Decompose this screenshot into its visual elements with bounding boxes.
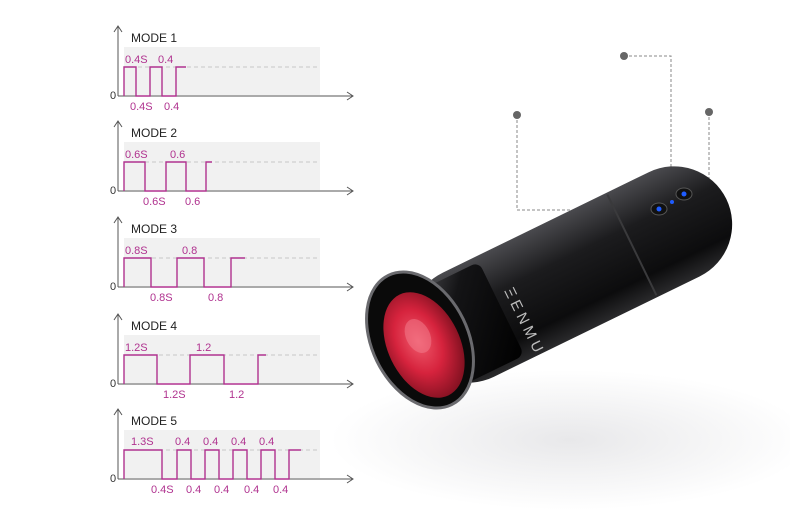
mode-2-top-label-2: 0.6 bbox=[170, 149, 185, 161]
mode-chart-4: MODE 4 0 1.2S 1.2 1.2S 1.2 bbox=[110, 313, 354, 401]
callout-dot-right bbox=[705, 108, 713, 116]
callout-dot-center bbox=[620, 52, 628, 60]
mode-5-bottom-label-3: 0.4 bbox=[214, 484, 229, 496]
mode-3-waveform bbox=[123, 257, 245, 288]
mode-1-top-label-1: 0.4S bbox=[125, 54, 148, 66]
mode-3-top-label-1: 0.8S bbox=[125, 245, 148, 257]
mode-4-top-label-2: 1.2 bbox=[196, 342, 211, 354]
mode-5-y-axis bbox=[113, 408, 123, 479]
callout-dot-left bbox=[513, 111, 521, 119]
mode-2-title: MODE 2 bbox=[131, 126, 177, 140]
mode-5-x-axis bbox=[118, 474, 354, 484]
mode-5-top-label-5: 0.4 bbox=[259, 436, 274, 448]
mode-5-zero-label: 0 bbox=[110, 473, 116, 485]
mode-4-y-axis bbox=[113, 313, 123, 384]
mode-5-top-label-3: 0.4 bbox=[203, 436, 218, 448]
device-opening bbox=[365, 270, 475, 410]
mode-1-waveform bbox=[123, 66, 186, 97]
mode-4-band bbox=[124, 335, 320, 383]
mode-5-bottom-label-2: 0.4 bbox=[186, 484, 201, 496]
mode-3-bottom-label-1: 0.8S bbox=[150, 292, 173, 304]
mode-1-x-axis bbox=[118, 91, 354, 101]
mode-2-bottom-label-2: 0.6 bbox=[185, 196, 200, 208]
mode-5-waveform bbox=[123, 449, 301, 480]
mode-4-title: MODE 4 bbox=[131, 319, 177, 333]
status-led bbox=[670, 200, 674, 204]
callout-line-left bbox=[516, 115, 658, 211]
mode-3-top-label-2: 0.8 bbox=[182, 245, 197, 257]
mode-5-top-label-2: 0.4 bbox=[175, 436, 190, 448]
mode-2-waveform bbox=[123, 161, 212, 192]
mode-4-waveform bbox=[123, 354, 266, 385]
mode-chart-1: MODE 1 0 0.4S 0.4 0.4S 0.4 bbox=[110, 25, 354, 113]
mode-1-title: MODE 1 bbox=[131, 31, 177, 45]
power-button-light bbox=[681, 191, 687, 197]
mode-2-band bbox=[124, 142, 320, 190]
sleeve-highlight bbox=[404, 318, 432, 354]
mode-3-bottom-label-2: 0.8 bbox=[208, 292, 223, 304]
mode-5-band bbox=[124, 430, 320, 478]
mode-chart-5: MODE 5 0 1.3S 0.4 0.4 0.4 0.4 0.4S 0.4 0… bbox=[110, 408, 354, 496]
mode-chart-3: MODE 3 0 0.8S 0.8 0.8S 0.8 bbox=[110, 216, 354, 304]
mode-4-bottom-label-2: 1.2 bbox=[229, 389, 244, 401]
mode-3-band bbox=[124, 238, 320, 286]
mode-1-bottom-label-2: 0.4 bbox=[164, 101, 179, 113]
mode-1-band bbox=[124, 47, 320, 95]
mode-3-zero-label: 0 bbox=[110, 281, 116, 293]
mode-4-bottom-label-1: 1.2S bbox=[163, 389, 186, 401]
mode-5-bottom-label-5: 0.4 bbox=[273, 484, 288, 496]
mode-2-zero-label: 0 bbox=[110, 185, 116, 197]
mode-5-top-label-1: 1.3S bbox=[131, 436, 154, 448]
mode-5-title: MODE 5 bbox=[131, 414, 177, 428]
callout-line-center bbox=[624, 55, 672, 200]
mode-button-light bbox=[656, 206, 662, 212]
mode-1-bottom-label-1: 0.4S bbox=[130, 101, 153, 113]
device-buttons bbox=[650, 187, 693, 216]
mode-1-top-label-2: 0.4 bbox=[158, 54, 173, 66]
mode-5-top-label-4: 0.4 bbox=[231, 436, 246, 448]
device-image: ΞENMU bbox=[330, 52, 790, 510]
mode-3-y-axis bbox=[113, 216, 123, 287]
mode-2-top-label-1: 0.6S bbox=[125, 149, 148, 161]
mode-2-bottom-label-1: 0.6S bbox=[143, 196, 166, 208]
device-seam bbox=[606, 194, 658, 296]
mode-3-title: MODE 3 bbox=[131, 222, 177, 236]
mode-5-bottom-label-4: 0.4 bbox=[244, 484, 259, 496]
mode-4-zero-label: 0 bbox=[110, 378, 116, 390]
mode-5-bottom-label-1: 0.4S bbox=[151, 484, 174, 496]
mode-4-top-label-1: 1.2S bbox=[125, 342, 148, 354]
mode-1-zero-label: 0 bbox=[110, 90, 116, 102]
mode-1-y-axis bbox=[113, 25, 123, 96]
mode-chart-2: MODE 2 0 0.6S 0.6 0.6S 0.6 bbox=[110, 120, 354, 208]
mode-2-y-axis bbox=[113, 120, 123, 191]
